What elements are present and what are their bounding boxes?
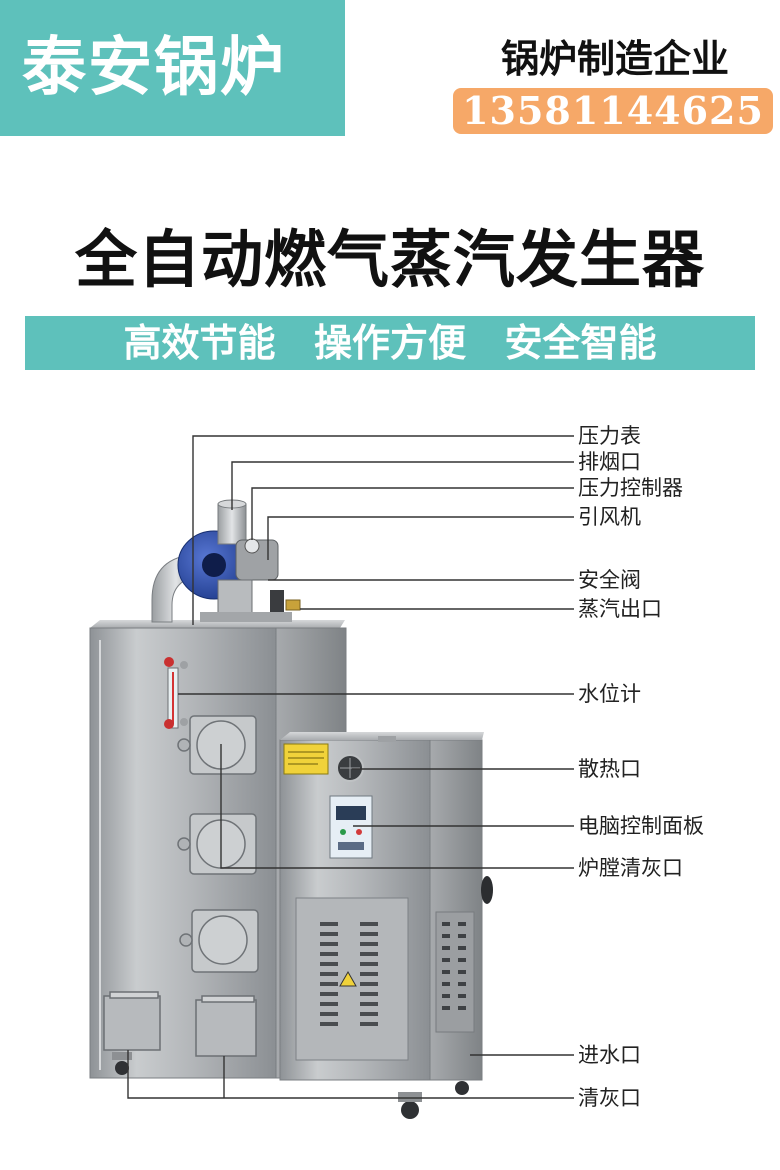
label-safety-valve: 安全阀 [578,568,641,592]
label-flue-outlet: 排烟口 [578,450,641,474]
water-level-gauge [164,657,188,729]
product-title: 全自动燃气蒸汽发生器 [74,223,705,296]
company-tagline: 锅炉制造企业 [500,37,729,81]
label-heat-vent: 散热口 [578,757,641,781]
label-furnace-cleanout: 炉膛清灰口 [578,856,683,880]
brand-name: 泰安锅炉 [22,31,286,105]
ash-drawers [103,991,257,1057]
label-water-inlet: 进水口 [578,1043,641,1067]
label-control-panel: 电脑控制面板 [578,814,704,838]
brand-banner: 泰安锅炉 [0,0,345,136]
label-ash-cleanout: 清灰口 [578,1086,641,1110]
burner-assembly [151,499,301,623]
label-pressure-controller: 压力控制器 [578,476,683,500]
callout-leaders [127,435,574,1099]
phone-number[interactable]: 13581144625 [462,88,764,133]
phone-badge[interactable]: 13581144625 [453,88,773,134]
label-induced-draft-fan: 引风机 [578,505,641,529]
slogan-banner: 高效节能 操作方便 安全智能 [25,316,755,370]
label-water-level-gauge: 水位计 [578,682,641,706]
label-steam-outlet: 蒸汽出口 [578,597,662,621]
slogan-text: 高效节能 操作方便 安全智能 [123,321,657,365]
label-pressure-gauge: 压力表 [578,424,641,448]
casters [112,1052,469,1119]
control-cabinet [279,732,493,1081]
